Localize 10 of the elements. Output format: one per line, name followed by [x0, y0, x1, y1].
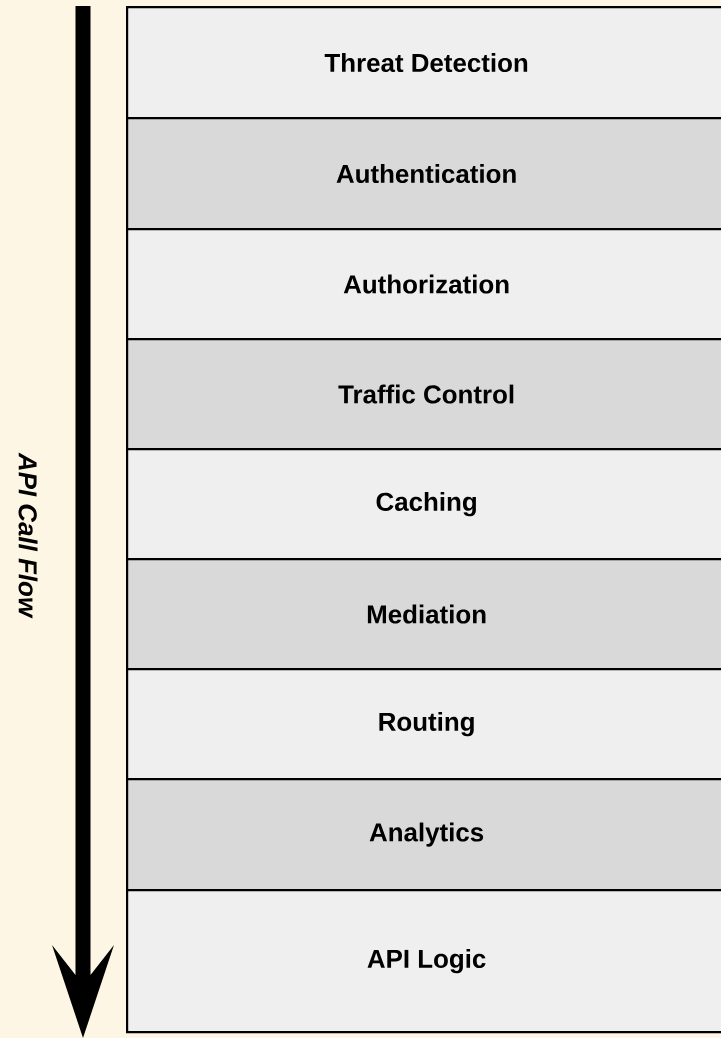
- layer-band: Analytics: [126, 778, 721, 892]
- layer-band: API Logic: [126, 889, 721, 1034]
- layer-band: Caching: [126, 448, 721, 561]
- layer-band: Authentication: [126, 117, 721, 231]
- layer-band: Threat Detection: [126, 6, 721, 120]
- layer-band: Mediation: [126, 558, 721, 671]
- flow-label: API Call Flow: [18, 452, 38, 619]
- layer-band: Traffic Control: [126, 338, 721, 451]
- layer-band: Routing: [126, 668, 721, 781]
- layer-band: Authorization: [126, 228, 721, 341]
